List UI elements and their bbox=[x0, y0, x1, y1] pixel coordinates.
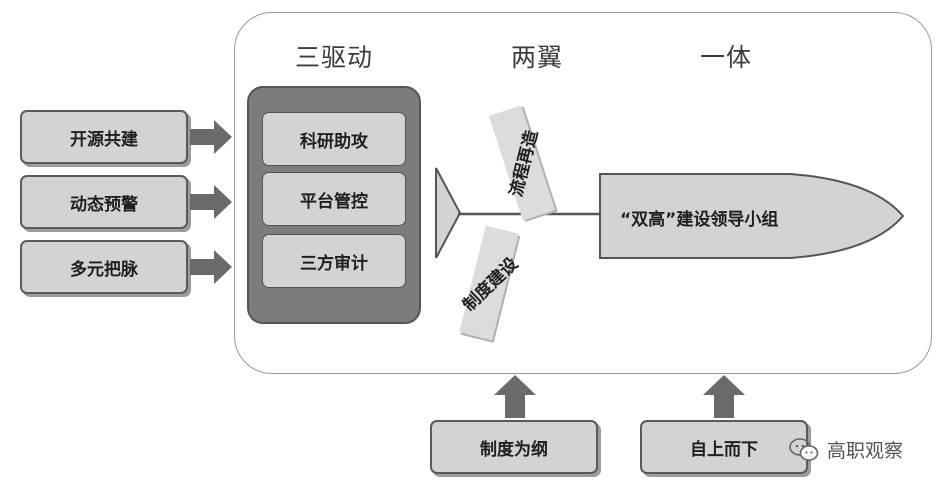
drive-item-audit: 三方审计 bbox=[262, 234, 406, 288]
heading-one-body: 一体 bbox=[700, 43, 753, 72]
watermark-text: 高职观察 bbox=[827, 440, 904, 462]
blade-label: “双高”建设领导小组 bbox=[620, 210, 779, 230]
drive-item-platform: 平台管控 bbox=[262, 172, 406, 226]
wechat-icon bbox=[789, 437, 819, 461]
drive-item-research: 科研助攻 bbox=[262, 112, 406, 166]
blade-shape bbox=[599, 173, 905, 259]
support-box-system: 制度为纲 bbox=[430, 420, 598, 474]
input-box-diverse-diagnosis: 多元把脉 bbox=[20, 240, 188, 294]
arrow-right-2 bbox=[190, 185, 232, 219]
arrow-up-2 bbox=[703, 375, 745, 418]
arrow-right-3 bbox=[190, 250, 232, 284]
arrow-right-1 bbox=[190, 120, 232, 154]
watermark: 高职观察 bbox=[789, 436, 903, 463]
input-box-open-source: 开源共建 bbox=[20, 110, 188, 164]
arrow-up-1 bbox=[494, 375, 536, 418]
input-box-dynamic-warning: 动态预警 bbox=[20, 175, 188, 229]
heading-two-wings: 两翼 bbox=[511, 43, 564, 72]
arrow-tail-triangle bbox=[435, 167, 462, 259]
support-box-top-down: 自上而下 bbox=[640, 420, 808, 474]
heading-three-drives: 三驱动 bbox=[295, 43, 374, 72]
